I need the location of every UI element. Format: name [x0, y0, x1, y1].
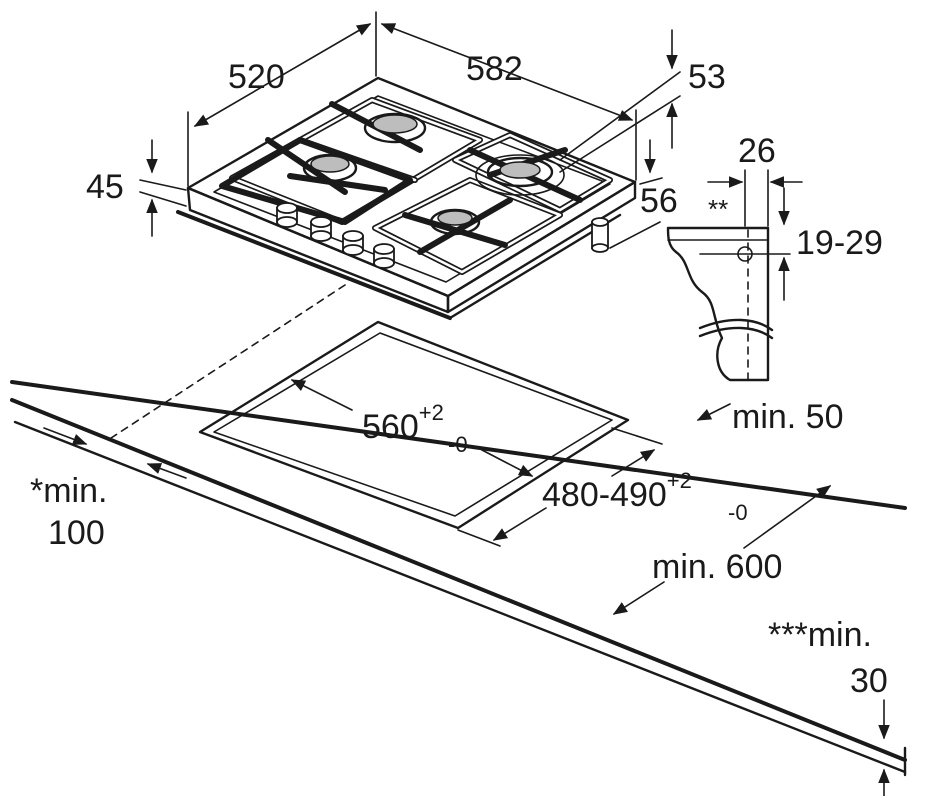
cutout-depth-label: 480-490+2 [542, 468, 692, 514]
control-knobs [276, 202, 395, 269]
note-double-star: ** [708, 194, 728, 224]
knob-3 [342, 230, 364, 256]
dim-26-label: 26 [738, 132, 776, 170]
worktop-cutout [198, 320, 630, 530]
min-100-label-line2: 100 [48, 514, 105, 552]
burner-wok-back-right [475, 154, 565, 196]
dim-45-label: 45 [86, 168, 124, 206]
dim-56-label: 56 [640, 182, 678, 220]
knob-2 [310, 216, 332, 242]
min-30-label-line1: ***min. [768, 616, 872, 654]
cutout-width-label: 560+2 [362, 400, 444, 446]
min-100-label-line1: *min. [30, 472, 107, 510]
dim-19-29-label: 19-29 [796, 224, 883, 262]
min-600-label: min. 600 [652, 548, 782, 586]
pan-support-front-left [219, 137, 413, 225]
projection-line [107, 284, 346, 441]
gas-connector [591, 217, 609, 253]
dim-520-label: 520 [228, 58, 285, 96]
cutout-depth-tolerance-lower: -0 [728, 500, 748, 525]
pan-support-front-right [372, 177, 563, 275]
knob-4 [373, 243, 395, 269]
cutout-width-tolerance-lower: -0 [448, 432, 468, 457]
min-30-label-line2: 30 [850, 662, 888, 700]
dimension-lines [43, 11, 890, 796]
gas-hob [176, 76, 637, 320]
burner-front-right [429, 208, 481, 236]
countertop [10, 380, 907, 777]
min-50-label: min. 50 [732, 398, 844, 436]
dim-53-label: 53 [688, 58, 726, 96]
dimension-labels: 520 582 53 45 56 26 ** 19-29 560+2 -0 48… [30, 50, 888, 700]
knob-1 [276, 202, 298, 228]
burner-front-left [302, 153, 358, 183]
dim-582-label: 582 [466, 50, 523, 88]
worktop-section-detail [666, 169, 791, 382]
